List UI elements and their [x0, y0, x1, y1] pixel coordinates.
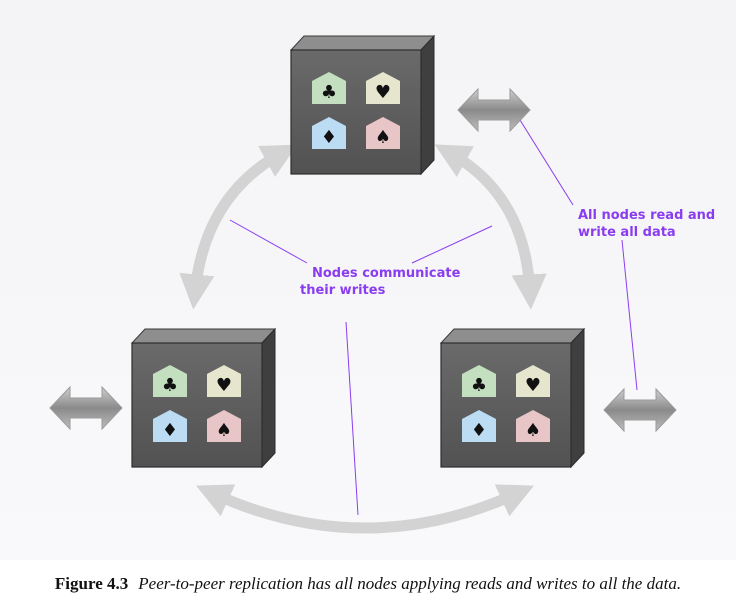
leader-line	[411, 225, 493, 264]
clubs-badge-icon: ♣	[153, 365, 187, 397]
replication-arrow-left	[179, 144, 298, 310]
spades-symbol: ♠	[375, 127, 391, 148]
node-bottom-right	[439, 327, 586, 469]
suit-badges: ♣ ♥ ♦ ♠ ♣ ♥ ♦ ♠ ♣ ♥ ♦ ♠	[153, 72, 550, 442]
diamonds-symbol: ♦	[471, 420, 487, 441]
clubs-symbol: ♣	[321, 82, 337, 103]
hearts-symbol: ♥	[375, 82, 391, 103]
callout-communicate: Nodes communicate their writes	[300, 266, 465, 298]
hearts-symbol: ♥	[216, 375, 232, 396]
spades-badge-icon: ♠	[516, 410, 550, 442]
clubs-symbol: ♣	[162, 375, 178, 396]
spades-symbol: ♠	[525, 420, 541, 441]
spades-symbol: ♠	[216, 420, 232, 441]
hearts-badge-icon: ♥	[516, 365, 550, 397]
node-top	[289, 34, 436, 176]
spades-badge-icon: ♠	[207, 410, 241, 442]
diamonds-badge-icon: ♦	[153, 410, 187, 442]
figure-label: Figure 4.3	[54, 574, 129, 593]
figure-caption: Figure 4.3 Peer-to-peer replication has a…	[0, 574, 736, 594]
clubs-badge-icon: ♣	[462, 365, 496, 397]
hearts-symbol: ♥	[525, 375, 541, 396]
diamonds-symbol: ♦	[162, 420, 178, 441]
diamonds-badge-icon: ♦	[462, 410, 496, 442]
clubs-symbol: ♣	[471, 375, 487, 396]
hearts-badge-icon: ♥	[366, 72, 400, 104]
figure-caption-text: Peer-to-peer replication has all nodes a…	[138, 574, 682, 593]
leader-line	[519, 119, 574, 206]
diamonds-badge-icon: ♦	[312, 117, 346, 149]
spades-badge-icon: ♠	[366, 117, 400, 149]
clubs-badge-icon: ♣	[312, 72, 346, 104]
diamonds-symbol: ♦	[321, 127, 337, 148]
callout-read-write: All nodes read and write all data	[578, 208, 720, 240]
node-bottom-left	[130, 327, 277, 469]
hearts-badge-icon: ♥	[207, 365, 241, 397]
leader-line	[229, 219, 308, 264]
leader-line	[345, 321, 359, 516]
replication-arrow-right	[434, 144, 547, 310]
leader-line	[621, 239, 638, 391]
replication-arrow-bottom	[195, 484, 535, 534]
